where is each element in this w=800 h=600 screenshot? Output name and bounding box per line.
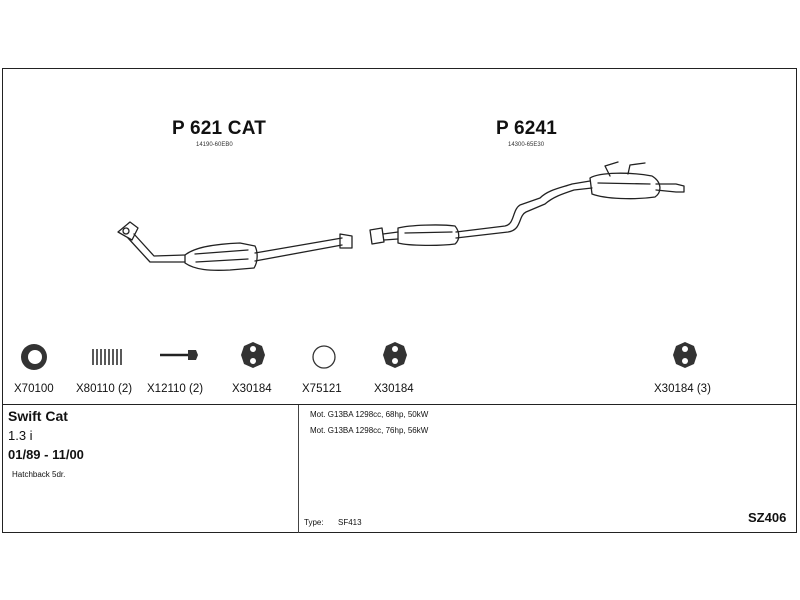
motor-spec: Mot. G13BA 1298cc, 68hp, 50kW [310, 410, 429, 419]
section-divider [2, 404, 797, 405]
accessory-label: X30184 [232, 383, 272, 395]
vehicle-years: 01/89 - 11/00 [8, 447, 84, 462]
rear-silencer [589, 172, 661, 200]
part-title-rear: P 6241 [496, 118, 558, 139]
column-divider [298, 405, 299, 533]
rubber-hanger-icon [673, 342, 697, 368]
accessory-label: X80110 (2) [76, 383, 133, 395]
accessory-label: X30184 [374, 383, 414, 395]
vehicle-engine: 1.3 i [8, 428, 33, 443]
part-ref-cat: 14190-60EB0 [196, 142, 233, 148]
accessory-label: X70100 [14, 383, 54, 395]
type-label: Type: [304, 518, 324, 527]
rubber-hanger-icon [383, 342, 407, 368]
rubber-hanger-icon [241, 342, 265, 368]
middle-silencer [397, 224, 460, 247]
part-title-cat: P 621 CAT [172, 118, 267, 139]
front-end-flange [339, 233, 353, 249]
accessory-label: X75121 [302, 383, 342, 395]
tailpipe [655, 183, 685, 193]
o-ring-icon [312, 345, 336, 369]
motor-spec: Mot. G13BA 1298cc, 76hp, 56kW [310, 426, 429, 435]
rear-axle-pipe [455, 180, 593, 239]
accessory-label: X30184 (3) [654, 383, 711, 395]
catalytic-converter [184, 242, 258, 271]
vehicle-body: Hatchback 5dr. [12, 470, 66, 479]
front-downpipe [127, 233, 186, 263]
spring-icon [92, 349, 122, 365]
rear-start-flange [369, 227, 385, 245]
diagram-frame [2, 68, 797, 533]
ring-gasket-icon [21, 344, 47, 370]
part-ref-rear: 14300-65E30 [508, 142, 545, 148]
type-value: SF413 [338, 518, 362, 527]
front-flange [117, 221, 139, 241]
accessory-label: X12110 (2) [147, 383, 204, 395]
bolt-icon [160, 350, 198, 360]
diagram-code: SZ406 [748, 510, 787, 525]
front-midpipe [254, 237, 343, 262]
vehicle-model: Swift Cat [8, 408, 68, 424]
